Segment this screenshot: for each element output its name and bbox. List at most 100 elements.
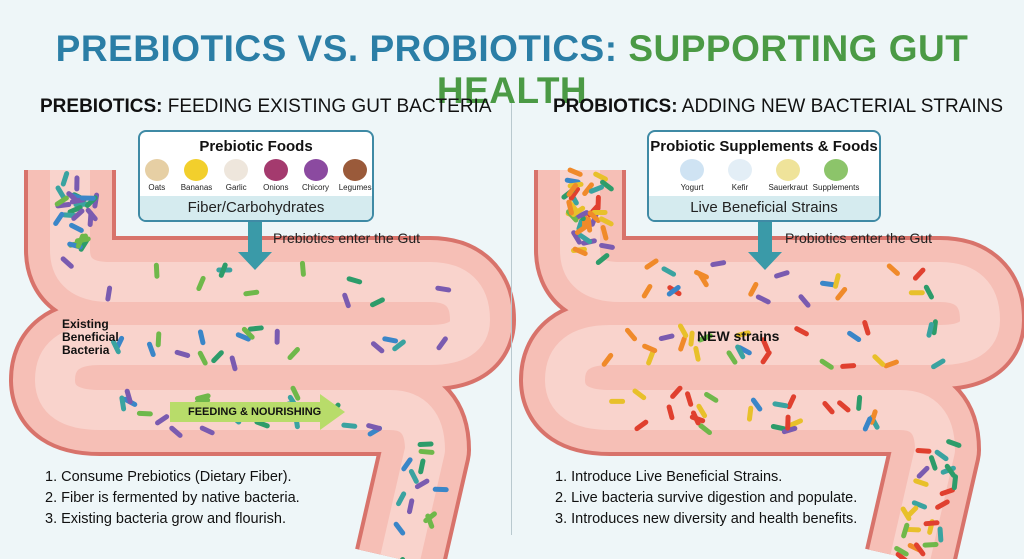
probiotic-box-footer: Live Beneficial Strains (649, 196, 879, 220)
bacterium (60, 256, 74, 269)
bacterium (678, 336, 687, 352)
bacterium (74, 236, 91, 244)
bacterium (935, 499, 950, 510)
bacterium (915, 447, 932, 454)
bacterium (585, 216, 593, 233)
bacterium (774, 270, 790, 279)
bacterium (913, 542, 926, 557)
food-item: Yogurt (675, 159, 709, 192)
bacterium (599, 242, 615, 250)
bacterium (197, 350, 208, 366)
bacterium (155, 331, 162, 348)
bacterium (382, 336, 399, 344)
bacterium (746, 405, 754, 422)
bacterium (760, 337, 771, 353)
bacterium (755, 294, 771, 305)
bacterium (406, 498, 415, 515)
new-strains-label: NEW strains (697, 328, 780, 344)
prebiotics-enter-label: Prebiotics enter the Gut (273, 230, 421, 246)
prebiotics-heading: PREBIOTICS: FEEDING EXISTING GUT BACTERI… (40, 96, 492, 117)
bacterium (704, 391, 719, 403)
bacterium (872, 354, 886, 367)
bacterium (600, 224, 609, 241)
bacterium (341, 422, 358, 429)
yogurt-icon (680, 159, 704, 181)
bacterium (837, 400, 851, 413)
bacterium (598, 216, 614, 227)
bacterium (908, 290, 925, 296)
bacterium (595, 253, 610, 265)
food-item: Supplements (813, 159, 859, 192)
bacterium (566, 183, 578, 197)
bacterium (913, 478, 929, 487)
supplements-icon (824, 159, 848, 181)
bacterium (211, 350, 224, 364)
bacterium (895, 551, 910, 559)
kefir-icon (728, 159, 752, 181)
bacterium (922, 541, 939, 548)
bacterium (886, 263, 900, 276)
arrow-down-left (238, 220, 272, 270)
bacterium (726, 350, 738, 365)
bananas-icon (184, 159, 209, 181)
bacterium (894, 546, 909, 557)
food-item: Legumes (338, 159, 372, 192)
bacterium (750, 397, 763, 412)
bacterium (169, 425, 183, 438)
food-item: Sauerkraut (768, 159, 808, 192)
bacterium (591, 209, 608, 215)
intestine-left (9, 170, 516, 559)
bacterium (794, 326, 809, 337)
food-item: Kefir (723, 159, 757, 192)
bacterium (951, 474, 959, 491)
bacterium (923, 284, 934, 300)
bacterium (274, 328, 280, 345)
prebiotic-box-footer: Fiber/Carbohydrates (140, 196, 372, 220)
bacterium (110, 339, 121, 355)
bacterium (436, 336, 448, 351)
bacterium (710, 260, 727, 268)
feeding-arrow (170, 394, 345, 430)
bacterium (393, 521, 406, 536)
bacterium (642, 343, 658, 354)
bacterium (243, 289, 260, 297)
sauerkraut-icon (776, 159, 800, 181)
oats-icon (144, 159, 169, 181)
bacterium (414, 478, 430, 490)
intestine-wall (545, 170, 1000, 559)
intestine-wall (35, 170, 490, 559)
bacterium (342, 292, 351, 309)
food-item: Oats (140, 159, 174, 192)
bacterium (787, 418, 803, 428)
feeding-label: FEEDING & NOURISHING (188, 406, 322, 418)
bacterium (916, 465, 930, 479)
bacterium (624, 327, 638, 342)
bacterium (79, 195, 96, 201)
bacterium (696, 403, 708, 419)
bacterium (146, 341, 156, 358)
bacterium (900, 506, 912, 521)
bacterium (666, 404, 675, 421)
bacterium (770, 423, 787, 432)
bacterium (609, 398, 626, 404)
bacterium (370, 297, 385, 308)
bacterium (155, 414, 170, 426)
bacterium (74, 175, 80, 192)
bacterium (698, 272, 709, 288)
bacterium (786, 394, 797, 410)
divider (511, 95, 512, 535)
bacterium (571, 230, 582, 245)
bacterium (595, 194, 601, 211)
garlic-icon (224, 159, 249, 181)
bacterium (567, 167, 583, 177)
step-item: 1. Introduce Live Beneficial Strains. (555, 469, 783, 485)
bacterium (174, 349, 191, 358)
bacterium (299, 260, 306, 277)
bacterium (366, 423, 382, 431)
bacterium (856, 394, 863, 411)
legumes-icon (343, 159, 368, 181)
bacterium (928, 455, 938, 471)
bacterium (798, 294, 811, 308)
